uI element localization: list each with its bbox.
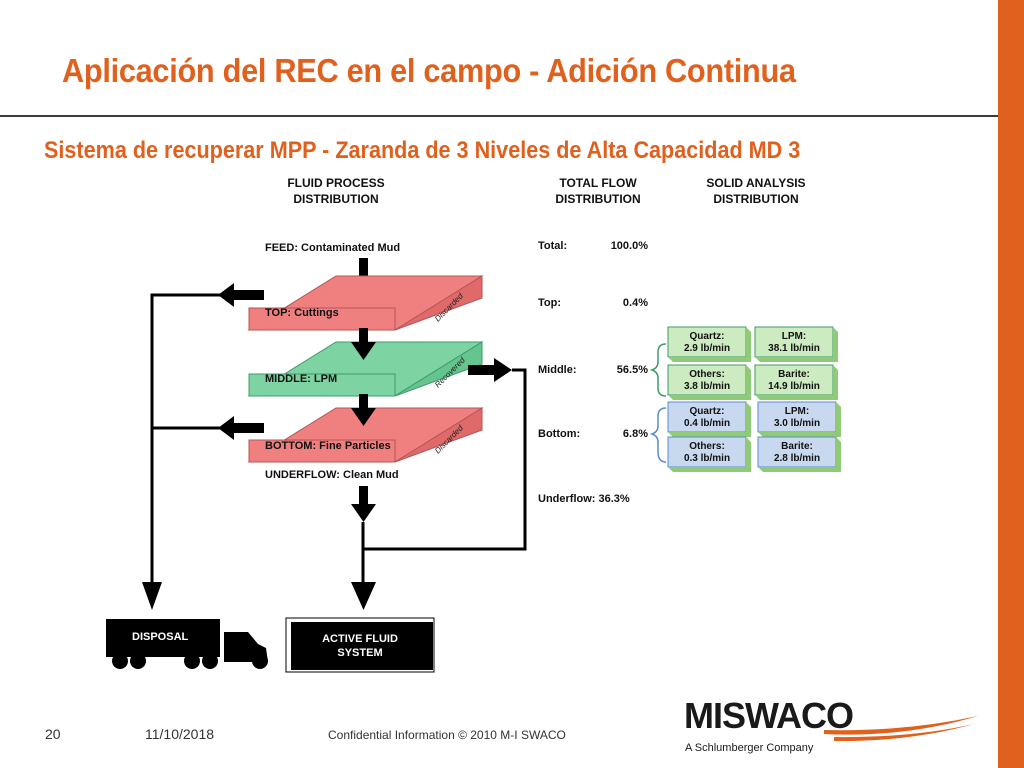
middle-lpm-label: LPM:: [782, 331, 806, 342]
footer-confidential: Confidential Information © 2010 M-I SWAC…: [328, 728, 566, 742]
flow-total-value: 100.0%: [611, 240, 649, 252]
bottom-deck-label: BOTTOM: Fine Particles: [265, 440, 391, 452]
accent-side-bar: [998, 0, 1024, 768]
flow-middle-label: Middle:: [538, 364, 577, 376]
slide-title: Aplicación del REC en el campo - Adición…: [62, 52, 796, 89]
footer-date: 11/10/2018: [145, 726, 215, 742]
logo-tagline: A Schlumberger Company: [685, 742, 814, 754]
active-fluid-label-2: SYSTEM: [337, 647, 382, 659]
middle-barite-value: 14.9 lb/min: [768, 381, 820, 392]
flow-underflow-label: Underflow: 36.3%: [538, 493, 630, 505]
middle-deck-label: MIDDLE: LPM: [265, 373, 337, 385]
top-deck-label: TOP: Cuttings: [265, 307, 339, 319]
flow-bottom-label: Bottom:: [538, 428, 580, 440]
bottom-barite-value: 2.8 lb/min: [774, 453, 820, 464]
middle-quartz-label: Quartz:: [690, 331, 725, 342]
header-fluid-process: FLUID PROCESS: [287, 176, 384, 190]
middle-bracket: [649, 343, 667, 397]
slide-subtitle: Sistema de recuperar MPP - Zaranda de 3 …: [44, 137, 801, 164]
bottom-others-label: Others:: [689, 441, 725, 452]
bottom-bracket: [649, 407, 667, 463]
middle-solids: Quartz: 2.9 lb/min LPM: 38.1 lb/min Othe…: [667, 326, 838, 400]
feed-label: FEED: Contaminated Mud: [265, 242, 400, 254]
active-fluid-system: ACTIVE FLUID SYSTEM: [285, 617, 435, 673]
middle-deck: MIDDLE: LPM Recovered: [247, 341, 484, 397]
bottom-quartz-label: Quartz:: [690, 406, 725, 417]
bottom-barite-label: Barite:: [781, 441, 813, 452]
title-divider: [0, 115, 998, 117]
page-number: 20: [45, 726, 61, 742]
flow-top-label: Top:: [538, 297, 561, 309]
shaker-process-diagram: FLUID PROCESS DISTRIBUTION TOTAL FLOW DI…: [106, 176, 841, 673]
recovered-line: [351, 358, 527, 610]
flow-top-value: 0.4%: [623, 297, 648, 309]
discard-arrowheads: [142, 283, 264, 610]
bottom-lpm-value: 3.0 lb/min: [774, 418, 820, 429]
header-total-flow-2: DISTRIBUTION: [555, 192, 640, 206]
inter-deck-arrows: [351, 328, 376, 426]
header-total-flow: TOTAL FLOW: [559, 176, 637, 190]
header-solid-analysis: SOLID ANALYSIS: [706, 176, 805, 190]
underflow-arrow: [351, 486, 376, 522]
middle-barite-label: Barite:: [778, 369, 810, 380]
bottom-solids: Quartz: 0.4 lb/min LPM: 3.0 lb/min Other…: [667, 401, 841, 472]
discard-lines: [150, 293, 240, 582]
disposal-label: DISPOSAL: [132, 631, 189, 643]
logo-wordmark: MISWACO: [684, 695, 853, 736]
disposal-truck-icon: DISPOSAL: [106, 619, 268, 669]
bottom-deck: BOTTOM: Fine Particles Discarded: [247, 407, 484, 463]
flow-total-label: Total:: [538, 240, 567, 252]
bottom-quartz-value: 0.4 lb/min: [684, 418, 730, 429]
total-flow-column: Total: 100.0% Top: 0.4% Middle: 56.5% Bo…: [538, 240, 648, 505]
middle-lpm-value: 38.1 lb/min: [768, 343, 820, 354]
middle-others-value: 3.8 lb/min: [684, 381, 730, 392]
top-deck: TOP: Cuttings Discarded: [247, 275, 484, 331]
header-fluid-process-2: DISTRIBUTION: [293, 192, 378, 206]
middle-quartz-value: 2.9 lb/min: [684, 343, 730, 354]
mi-swaco-logo: MISWACO A Schlumberger Company: [684, 695, 978, 754]
bottom-lpm-label: LPM:: [785, 406, 809, 417]
header-solid-analysis-2: DISTRIBUTION: [713, 192, 798, 206]
middle-others-label: Others:: [689, 369, 725, 380]
bottom-others-value: 0.3 lb/min: [684, 453, 730, 464]
flow-bottom-value: 6.8%: [623, 428, 648, 440]
flow-middle-value: 56.5%: [617, 364, 648, 376]
underflow-label: UNDERFLOW: Clean Mud: [265, 469, 399, 481]
active-fluid-label: ACTIVE FLUID: [322, 633, 398, 645]
